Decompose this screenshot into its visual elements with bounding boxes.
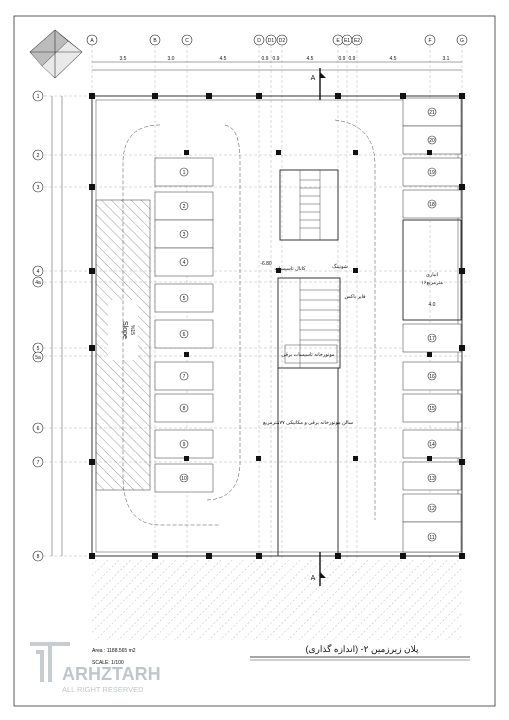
dim-text: 3.0 [168, 56, 175, 62]
section-marker-bottom: A [311, 552, 326, 586]
stall-number: 20 [429, 138, 435, 144]
section-label: A [311, 575, 316, 582]
stall-number: 13 [429, 476, 435, 482]
structural-columns [89, 93, 465, 559]
grid-row-label: 6 [37, 426, 40, 432]
core-level: -6.80 [260, 261, 272, 267]
grid-column-label: C [185, 38, 189, 44]
grid-row-label: 4 [37, 269, 40, 275]
stall-number: 16 [429, 374, 435, 380]
stall-number: 11 [429, 535, 434, 541]
grid-row-label: 7 [37, 460, 40, 466]
grid-row-label: 4a [35, 280, 41, 286]
drive-path-inner [204, 124, 241, 501]
dim-text: 4.5 [390, 56, 397, 62]
sheet-border [13, 15, 496, 707]
store-room-dim: 4.0 [429, 302, 436, 308]
watermark-logo: ARHZTARH ALL RIGHT RESERVED [30, 642, 161, 694]
dim-text: 3.1 [443, 56, 450, 62]
grid-row-label: 5 [37, 346, 40, 352]
grid-column-label: A [90, 38, 94, 44]
grid-row-label: 2 [37, 153, 40, 159]
grid-column-label: G [460, 38, 464, 44]
watermark-rights: ALL RIGHT RESERVED [62, 685, 144, 694]
dim-text: 0.9 [273, 56, 280, 62]
stall-number: 4 [183, 260, 186, 266]
ramp-slope: %15 [129, 325, 135, 335]
grid-row-label: 1 [37, 94, 40, 100]
grid-column-label: D [257, 38, 261, 44]
stall-number: 8 [183, 406, 186, 412]
stall-number: 1 [183, 170, 186, 176]
ground-hatch [92, 560, 462, 640]
dim-text: 4.5 [307, 56, 314, 62]
drive-path-left [122, 124, 220, 526]
stall-number: 10 [181, 476, 187, 482]
stall-number: 2 [183, 204, 186, 210]
area-label: Area : 1188.565 m2 [92, 648, 136, 654]
stall-number: 15 [429, 406, 435, 412]
stall-number: 3 [183, 232, 186, 238]
north-arrow-icon [29, 29, 83, 79]
store-room-area: ۱۶مترمربع [421, 280, 443, 286]
column-bubbles: A B C D D1 D2 E E1 E2 F G [86, 34, 468, 46]
stall-number: 14 [429, 442, 435, 448]
duct-note: کانال تاسیسات [274, 266, 306, 272]
stair-note: شوتینگ [332, 263, 348, 270]
right-stalls: 21 20 19 18 17 16 15 14 13 12 11 [402, 97, 462, 553]
core-block [277, 169, 341, 556]
grid-row-label: 8 [37, 554, 40, 560]
left-stalls: 1 2 3 4 5 6 7 8 9 10 [154, 157, 214, 493]
grid-column-label: E2 [354, 38, 360, 44]
grid-column-label: E [336, 38, 340, 44]
grid-column-label: B [153, 38, 157, 44]
dim-text: 4.5 [220, 56, 227, 62]
top-dimension-chain: 3.5 3.0 4.5 0.9 0.9 4.5 0.9 0.9 4.5 3.1 [92, 56, 462, 71]
grid-column-label: D1 [268, 38, 275, 44]
title-block: پلان زیرزمین ۲- (اندازه گذاری) Area : 11… [92, 643, 470, 666]
dim-text: 3.5 [120, 56, 127, 62]
stall-number: 9 [183, 442, 186, 448]
stall-number: 18 [429, 202, 435, 208]
grid-row-label: 3 [37, 185, 40, 191]
stall-number: 21 [429, 110, 435, 116]
fire-box-note: فایر باکس [344, 294, 366, 300]
grid-column-label: D2 [279, 38, 286, 44]
stall-number: 12 [429, 506, 435, 512]
lobby-note: موتورخانه تاسیسات برقی [281, 352, 334, 358]
drawing-title: پلان زیرزمین ۲- (اندازه گذاری) [305, 643, 419, 655]
section-label: A [311, 75, 316, 82]
row-bubbles: 1 2 3 4 4a 5 5a 6 7 8 [32, 90, 63, 562]
stall-number: 6 [183, 332, 186, 338]
outer-wall [91, 95, 463, 557]
grid-column-label: F [428, 38, 431, 44]
grid-row-label: 5a [35, 355, 41, 361]
dim-text: 0.9 [339, 56, 346, 62]
grid-column-label: E1 [344, 38, 350, 44]
scale-label: SCALE: 1/100 [92, 660, 124, 666]
watermark-brand: ARHZTARH [62, 664, 161, 684]
central-room-note: سالن موتورخانه برقی و مکانیکی ۷۷مترمربع [263, 420, 353, 426]
stall-number: 19 [429, 170, 435, 176]
dim-text: 0.9 [262, 56, 269, 62]
dim-text: 0.9 [349, 56, 356, 62]
drive-path-right [334, 119, 376, 520]
store-room-label: انباری [426, 272, 438, 278]
stall-number: 17 [429, 336, 435, 342]
ramp-label: Slope [121, 321, 128, 339]
stall-number: 7 [183, 374, 186, 380]
section-marker-top: A [311, 68, 326, 100]
stall-number: 5 [183, 296, 186, 302]
